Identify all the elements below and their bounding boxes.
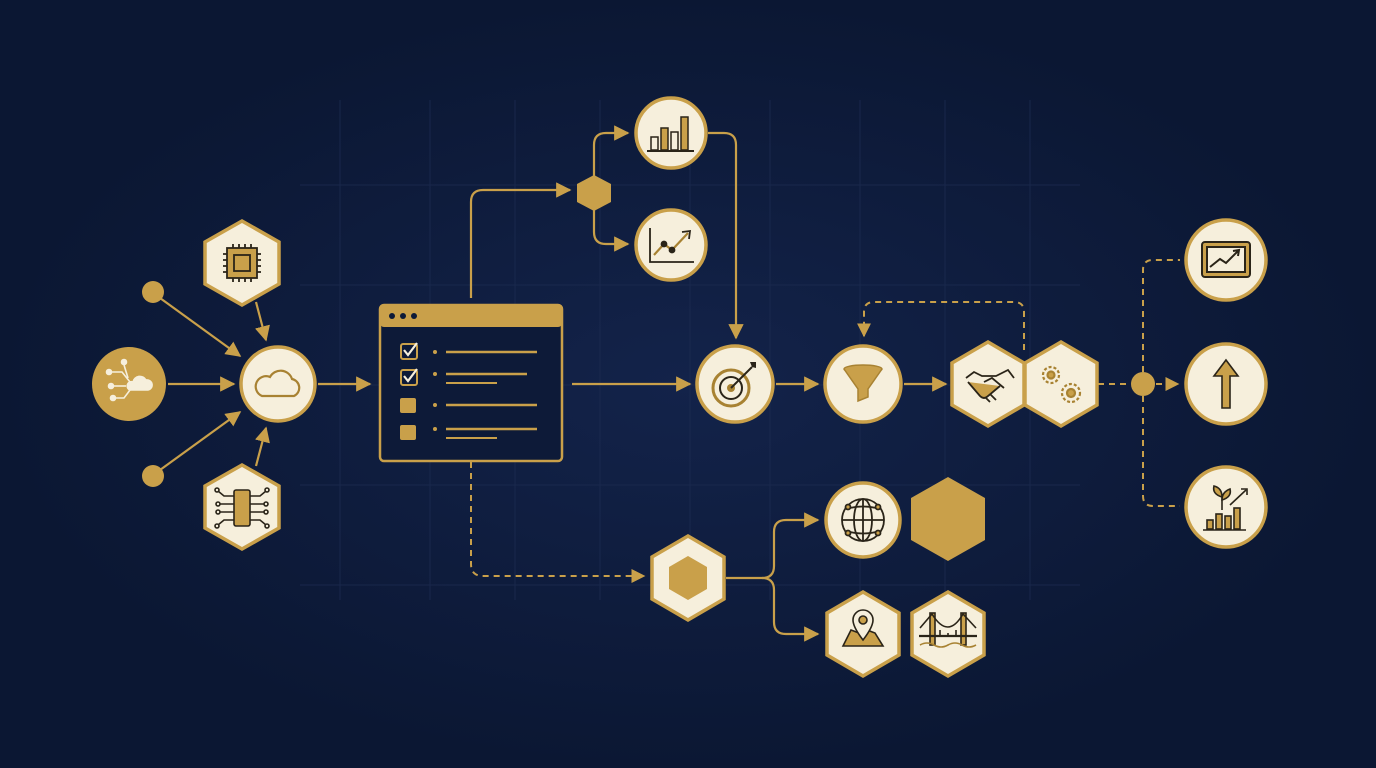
window-dot-icon xyxy=(411,313,417,319)
target-node xyxy=(695,344,775,424)
cpu-chip-icon xyxy=(223,244,261,282)
connector-junction-to-tablet xyxy=(1142,259,1180,372)
globe-icon xyxy=(841,498,885,542)
connector-lowerhub-to-mappin xyxy=(761,576,820,642)
window-dot-icon xyxy=(400,313,406,319)
connector-dot-bottom-to-cloud xyxy=(159,411,242,471)
tablet-trend-node xyxy=(1184,218,1268,302)
connector-chip-to-cloud xyxy=(254,301,270,342)
checklist-icon xyxy=(400,342,537,440)
task-checklist-window xyxy=(378,303,564,463)
circuit-board-icon xyxy=(214,487,270,529)
line-chart-node xyxy=(634,208,708,282)
cloud-network-icon xyxy=(105,358,153,402)
input-dot-bottom xyxy=(142,465,164,487)
up-arrow-node xyxy=(1184,342,1268,426)
funnel-node xyxy=(823,344,903,424)
target-icon xyxy=(711,362,756,408)
line-chart-icon xyxy=(649,228,694,263)
gears-node xyxy=(1023,339,1099,429)
branch-hexagon xyxy=(577,175,611,211)
map-pin-icon xyxy=(841,609,885,647)
connector-gears-feedback-to-funnel xyxy=(857,301,1025,350)
window-dot-icon xyxy=(389,313,395,319)
connector-circuit-to-cloud xyxy=(254,426,270,467)
input-dot-top xyxy=(142,281,164,303)
connector-barchart-to-target xyxy=(708,131,744,340)
checklist-item xyxy=(400,398,537,413)
chip-input-node xyxy=(203,218,281,308)
connector-dot-top-to-cloud xyxy=(159,297,242,357)
tablet-chart-icon xyxy=(1201,241,1251,278)
connector-window-to-lowerhub xyxy=(470,462,646,583)
checklist-item xyxy=(400,425,537,440)
output-junction-dot xyxy=(1131,372,1155,396)
bridge-icon xyxy=(919,612,977,648)
checklist-item xyxy=(400,342,537,360)
gears-icon xyxy=(1041,365,1082,404)
funnel-icon xyxy=(843,364,883,403)
connector-junction-to-growth xyxy=(1142,396,1180,507)
solid-gold-hexagon xyxy=(911,477,985,561)
cloud-hub-node xyxy=(239,345,317,423)
growth-node xyxy=(1184,465,1268,549)
handshake-icon xyxy=(965,368,1015,403)
lower-hub-hexagon xyxy=(650,533,726,623)
cloud-icon xyxy=(254,369,301,398)
map-pin-node xyxy=(825,589,901,679)
connector-branch-to-barchart xyxy=(592,125,630,178)
connector-window-to-branch xyxy=(469,182,572,298)
bridge-node xyxy=(910,589,986,679)
globe-node xyxy=(824,481,902,559)
up-arrow-icon xyxy=(1212,358,1240,409)
plant-growth-icon xyxy=(1203,485,1248,531)
checklist-item xyxy=(400,368,527,386)
circuit-input-node xyxy=(203,462,281,552)
connector-lowerhub-to-globe xyxy=(726,512,820,580)
bar-chart-icon xyxy=(647,116,694,152)
cloud-data-source-node xyxy=(92,347,166,421)
bar-chart-node xyxy=(634,96,708,170)
connector-branch-to-linechart xyxy=(592,206,630,252)
